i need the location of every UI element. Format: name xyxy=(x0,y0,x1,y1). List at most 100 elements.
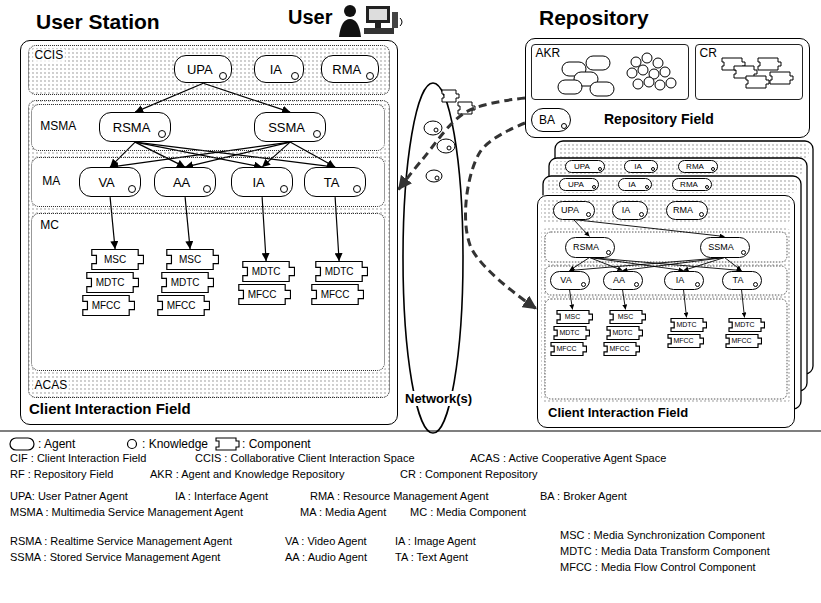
abbreviation-text: MSMA : Multimedia Service Management Age… xyxy=(10,506,243,518)
mc-ground xyxy=(32,214,386,372)
agent-box: IA xyxy=(254,55,304,83)
legend-sample xyxy=(8,436,36,452)
component-box: MFCC xyxy=(600,342,640,356)
node-label: MFCC xyxy=(609,345,629,352)
component-shape xyxy=(162,273,214,293)
knowledge-mark xyxy=(699,212,704,217)
abbreviation-text: MA : Media Agent xyxy=(300,506,386,518)
node-label: MDTC xyxy=(676,321,696,328)
abbreviation-text: ACAS : Active Cooperative Agent Space xyxy=(470,452,666,464)
legend-sample xyxy=(112,436,140,452)
abbreviation-text: CR : Component Repository xyxy=(400,468,538,480)
field-label: Client Interaction Field xyxy=(29,400,191,417)
stacked-fields xyxy=(537,141,813,428)
space-band: MAVAAAIATA xyxy=(31,157,385,207)
component-shape xyxy=(607,326,643,339)
control-arrow xyxy=(203,83,290,112)
control-arrow xyxy=(185,197,190,249)
abbreviation-text: CIF : Client Interaction Field xyxy=(10,452,146,464)
knowledge-mark xyxy=(366,72,374,80)
control-arrow xyxy=(684,258,725,271)
agent-box: RSMA xyxy=(565,237,615,258)
component-box: MFCC xyxy=(77,295,135,316)
abbreviation-text: IA : Image Agent xyxy=(395,535,476,547)
control-arrow xyxy=(110,142,290,167)
repository-box: CR xyxy=(695,44,803,100)
node-label: MDTC xyxy=(252,267,281,277)
agent-box: IA xyxy=(231,167,293,197)
agent-box: AA xyxy=(154,167,216,197)
agent-box: IA xyxy=(664,271,704,290)
node-label: RMA xyxy=(680,181,698,189)
node-label: RMA xyxy=(673,206,693,215)
component-shape xyxy=(167,250,219,270)
component-box: MFCC xyxy=(306,284,364,305)
node-label: VA xyxy=(98,176,114,189)
node-label: MFCC xyxy=(731,337,751,344)
knowledge-mark xyxy=(158,130,166,138)
node-label: MDTC xyxy=(325,267,354,277)
knowledge-mark xyxy=(741,250,746,255)
node-label: IA xyxy=(622,206,631,215)
network-label: Network(s) xyxy=(403,391,474,406)
knowledge-mark xyxy=(219,72,227,80)
knowledge-mark xyxy=(695,282,700,287)
control-arrow xyxy=(623,290,626,310)
control-arrow xyxy=(623,258,725,271)
component-shape xyxy=(243,262,295,282)
control-arrow xyxy=(290,142,335,167)
knowledge-mark xyxy=(203,185,211,193)
knowledge-mark xyxy=(651,167,655,171)
component-box: MDTC xyxy=(156,272,214,293)
component-cluster xyxy=(722,58,793,88)
knowledge-mark xyxy=(561,123,567,129)
abbreviation-text: MDTC : Media Data Transform Component xyxy=(560,545,770,557)
knowledge-mark xyxy=(581,282,586,287)
node-label: MFCC xyxy=(92,301,121,311)
control-arrow xyxy=(185,142,290,167)
agent-box: VA xyxy=(550,271,590,290)
node-label: UPA xyxy=(568,181,584,189)
agent-box: UPA xyxy=(174,55,232,83)
component-shape xyxy=(610,310,646,323)
node-label: IA xyxy=(634,163,642,171)
knowledge-mark xyxy=(645,185,649,189)
agent-box: RMA xyxy=(678,160,718,173)
agent-box: RMA xyxy=(666,201,708,220)
control-arrow xyxy=(135,142,335,167)
space-band: CCISUPAIARMA xyxy=(28,45,390,95)
control-arrow xyxy=(135,142,185,167)
knowledge-mark xyxy=(353,185,361,193)
node-label: AA xyxy=(613,276,625,285)
msma-ground xyxy=(32,105,386,152)
field-label: MSMA xyxy=(38,120,78,134)
field-frame: User StationClient Interaction FieldCCIS… xyxy=(20,40,398,425)
node-label: RSMA xyxy=(113,121,151,134)
component-shape xyxy=(239,285,291,305)
abbreviation-text: UPA: User Patner Agent xyxy=(10,490,128,502)
component-shape xyxy=(92,250,144,270)
user-figure xyxy=(339,5,402,37)
legend-text: : Component xyxy=(242,437,311,451)
abbreviation-text: MSC : Media Synchronization Component xyxy=(560,529,765,541)
field-label: MC xyxy=(38,219,61,233)
field-label: Repository xyxy=(539,6,649,30)
component-shape xyxy=(726,334,762,347)
node-label: MSC xyxy=(565,313,581,320)
component-box: MSC xyxy=(606,310,646,324)
abbreviation-text: AA : Audio Agent xyxy=(285,551,367,563)
node-label: MDTC xyxy=(734,321,754,328)
field-label: ACAS xyxy=(33,379,70,393)
agent-box: RMA xyxy=(672,178,712,191)
node-label: IA xyxy=(676,276,685,285)
node-label: UPA xyxy=(561,206,579,215)
abbreviation-text: RMA : Resource Management Agent xyxy=(310,490,489,502)
abbreviation-text: RF : Repository Field xyxy=(10,468,113,480)
node-label: IA xyxy=(270,63,282,76)
legend-sample xyxy=(212,436,240,452)
migration-arrow xyxy=(398,98,525,190)
component-shape xyxy=(551,342,587,355)
component-box: MFCC xyxy=(547,342,587,356)
control-arrow xyxy=(684,290,687,318)
component-box: MDTC xyxy=(81,272,139,293)
